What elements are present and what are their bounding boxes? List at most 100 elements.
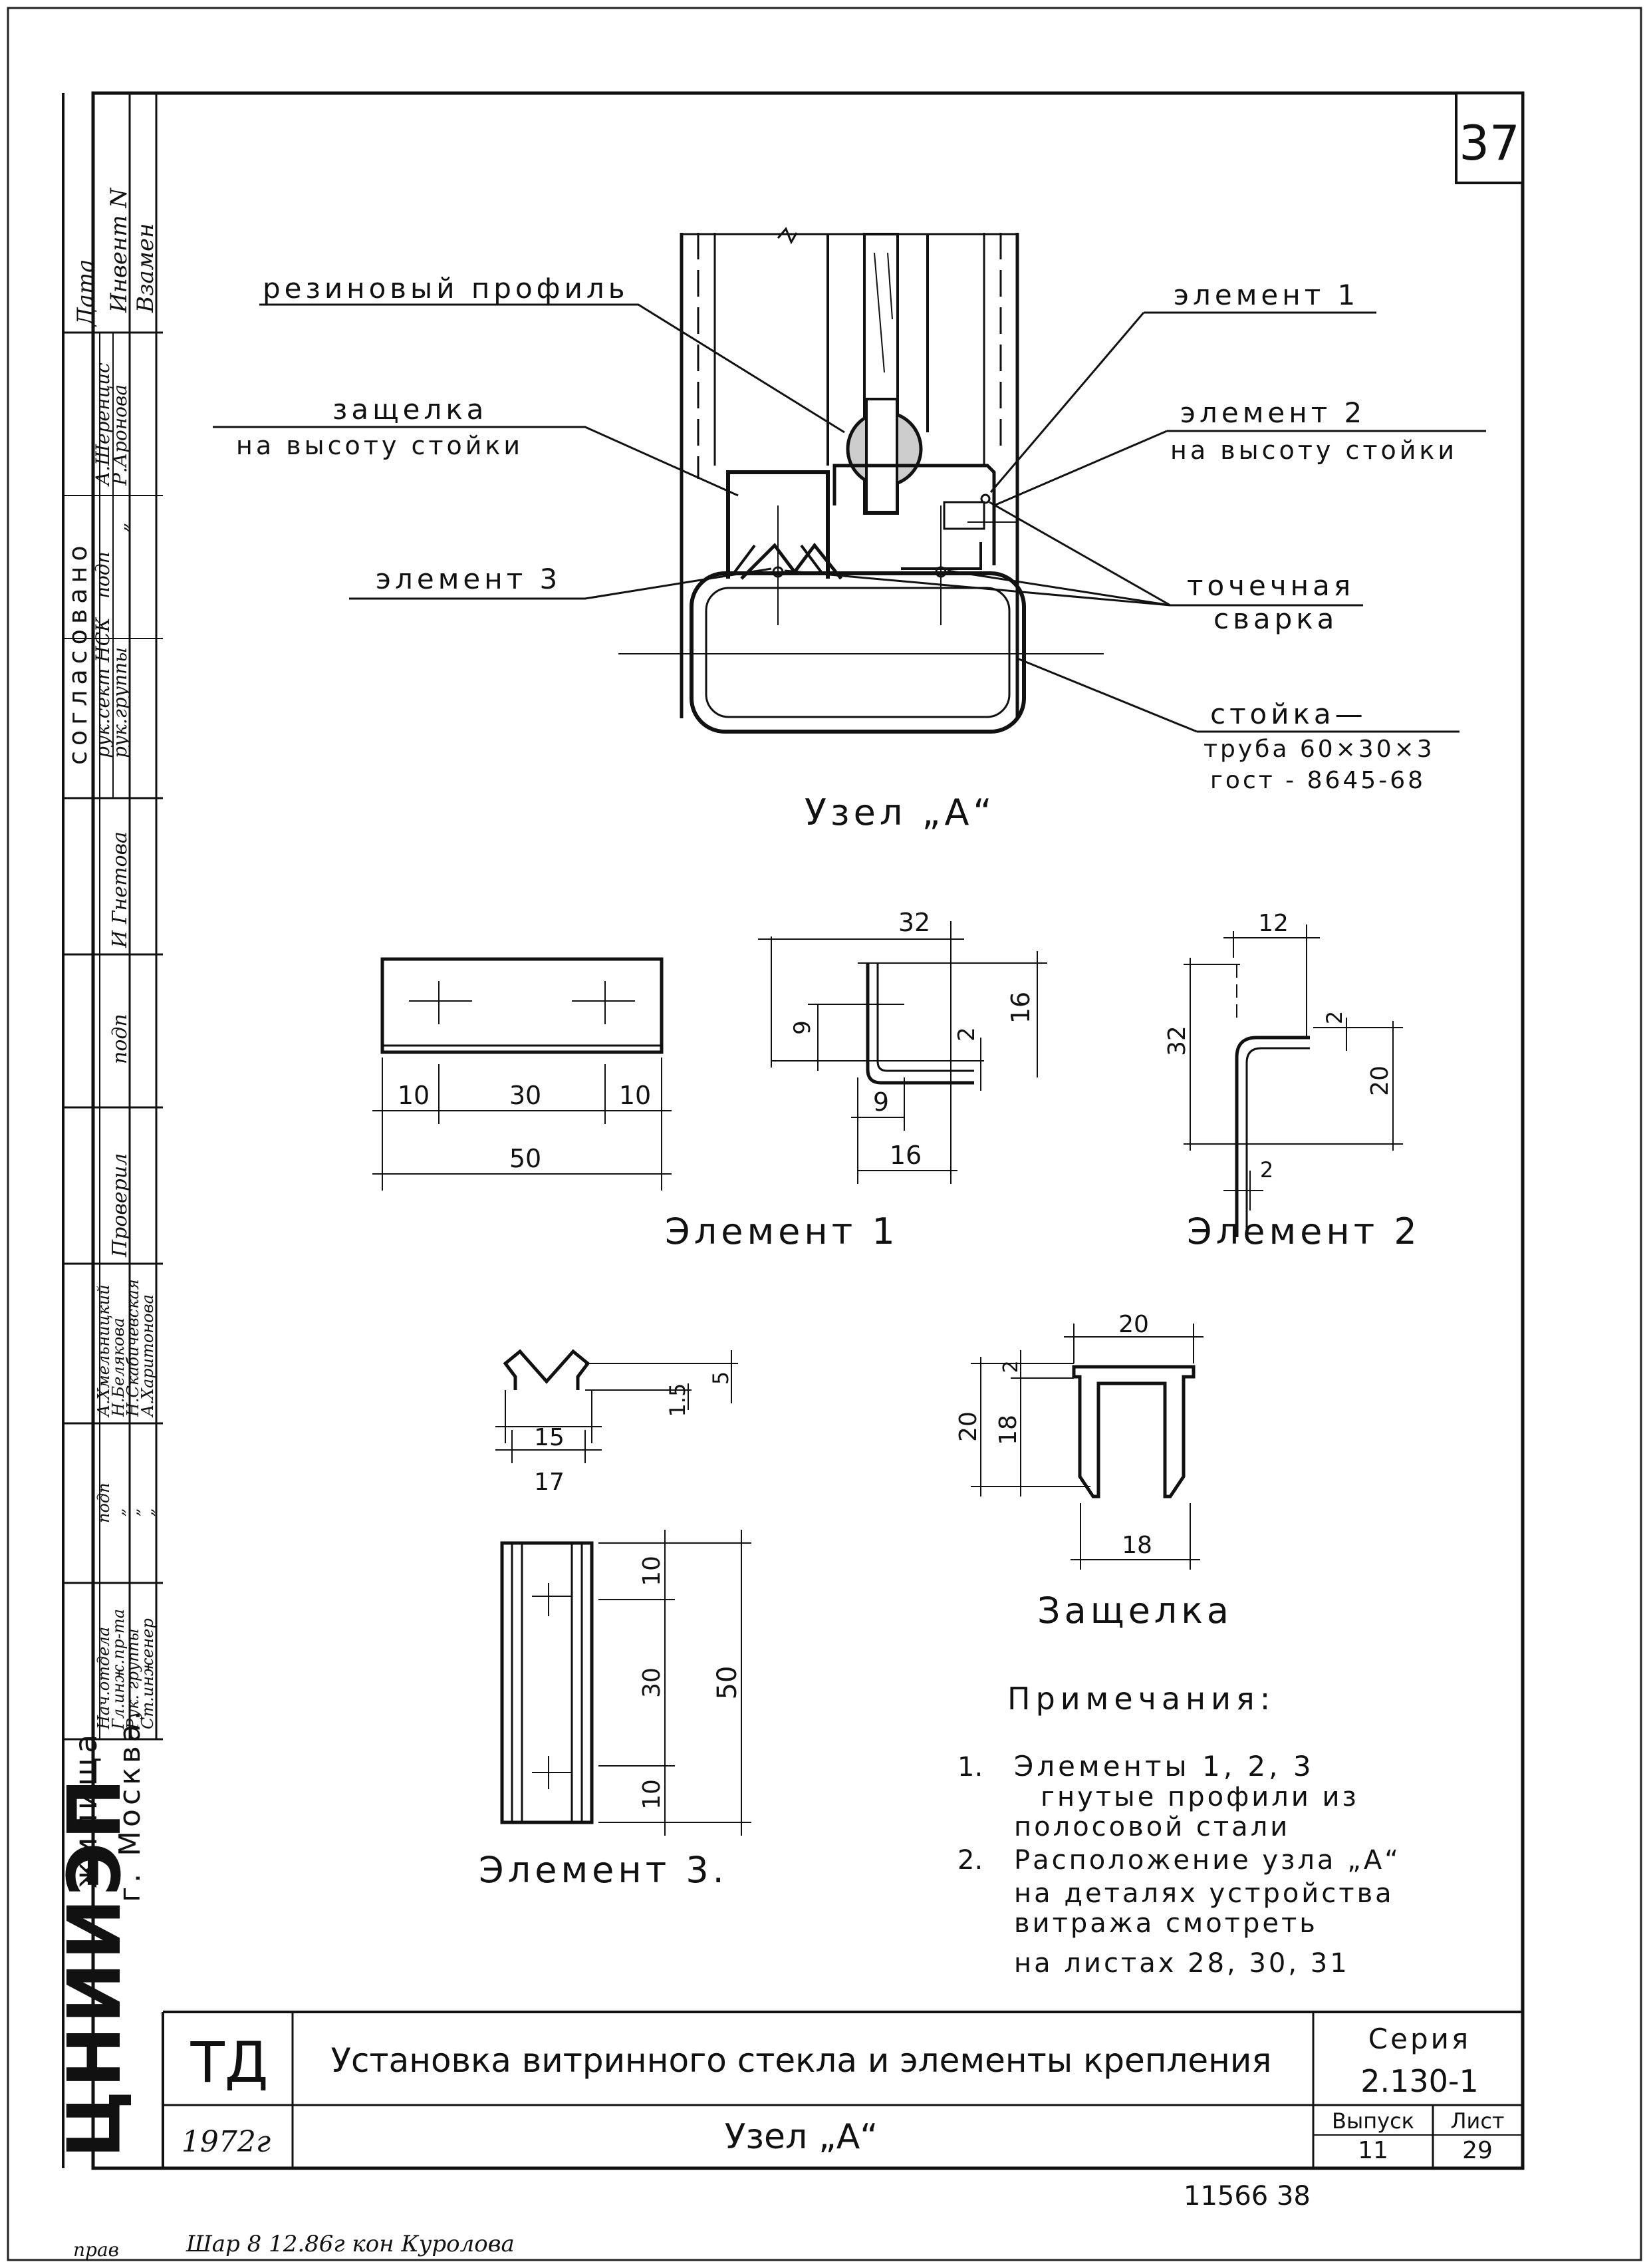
series-label: Серия: [1368, 2023, 1471, 2055]
latch-detail: [971, 1324, 1204, 1570]
title-year: 1972г: [182, 2125, 271, 2159]
el1-sec-9a: 9: [789, 1020, 816, 1035]
el3-dim-17: 17: [534, 1469, 565, 1496]
note-2-line-2: на деталях устройства: [1014, 1878, 1394, 1909]
element3-detail: [495, 1349, 751, 1836]
sheet-value: 29: [1462, 2137, 1493, 2164]
el2-dim-thk: 2: [1322, 1011, 1347, 1024]
title-subtitle: Узел „А“: [725, 2117, 878, 2157]
note-2-line-3: витража смотреть: [1014, 1908, 1318, 1939]
staff-role-4: Ст.инженер: [138, 1618, 157, 1729]
outer-frame: [7, 7, 1642, 2261]
note-1-num: 1.: [957, 1752, 983, 1782]
footer-handwritten-left: прав: [73, 2239, 119, 2261]
note-2-line-4: на листах 28, 30, 31: [1014, 1948, 1350, 1979]
drawing-frame: [91, 91, 1525, 2170]
header-inventory: Инвент N: [106, 188, 132, 313]
org-city: г. Москва.: [113, 1707, 147, 1902]
agreed-title: согласовано: [63, 540, 92, 765]
callout-element1: элемент 1: [1174, 279, 1359, 311]
checked-name: И Гнетова: [108, 831, 132, 948]
notes-heading: Примечания:: [1007, 1681, 1275, 1717]
callout-spot-weld-1: точечная: [1187, 569, 1354, 602]
el3-dim-5: 5: [708, 1371, 733, 1385]
el3-front-10b: 10: [638, 1779, 666, 1810]
el2-dim-top: 12: [1258, 910, 1289, 937]
el1-sec-16: 16: [890, 1141, 922, 1170]
callout-spot-weld-2: сварка: [1213, 603, 1338, 635]
note-1-line-2: гнутые профили из: [1041, 1782, 1359, 1812]
issue-value: 11: [1358, 2137, 1388, 2164]
el2-dim-20: 20: [1366, 1065, 1394, 1096]
el2-dim-height: 32: [1164, 1026, 1191, 1056]
el1-dim-b: 30: [509, 1081, 541, 1110]
callout-post-2: труба 60×30×3: [1204, 736, 1435, 763]
callout-leaders: [213, 303, 1486, 733]
page-number: 37: [1459, 115, 1520, 171]
agreed-role-1: рук.сект НСК: [92, 617, 114, 758]
page-number-box: 37: [1455, 92, 1524, 184]
element2-label: Элемент 2: [1187, 1210, 1421, 1252]
el1-sec-9b: 9: [873, 1087, 889, 1117]
callout-latch-1: защелка: [332, 393, 487, 426]
callout-element3: элемент 3: [376, 563, 561, 595]
agreed-role-2: рук.группы: [109, 647, 131, 758]
el1-sec-height: 16: [1006, 992, 1035, 1024]
callouts: резиновый профиль элемент 1 защелка на в…: [236, 272, 1458, 833]
title-block: ТД 1972г Установка витринного стекла и э…: [162, 2011, 1523, 2168]
agreed-name-1: А.Шеренцис: [92, 362, 114, 487]
staff-name-1: А.Хмельницкий: [94, 1284, 113, 1418]
header-date: Дата: [72, 259, 99, 327]
org-logo: ЦНИИЭП: [52, 1776, 137, 2158]
el2-dim-thk2: 2: [1260, 1157, 1273, 1183]
note-1-line-1: Элементы 1, 2, 3: [1014, 1750, 1315, 1782]
latch-label: Защелка: [1037, 1590, 1233, 1631]
staff-sign-4: „: [138, 1508, 157, 1516]
left-approval-panel: Взамен Инвент N Дата согласовано рук.сек…: [52, 93, 163, 2168]
el3-front-30: 30: [638, 1667, 666, 1698]
callout-post-3: гост - 8645-68: [1210, 767, 1426, 794]
checked-role: Проверил: [108, 1153, 132, 1258]
staff-role-1: Нач.отдела: [94, 1627, 113, 1730]
callout-post-1: стойка—: [1210, 698, 1367, 730]
callout-element2-1: элемент 2: [1180, 396, 1366, 429]
sheet-label: Лист: [1450, 2108, 1504, 2134]
footer-stamp: 11566 38: [1184, 2181, 1311, 2211]
element3-dims: 5 1.5 15 17 10 30 10 50 Элемент 3.: [479, 1371, 743, 1891]
callout-element2-2: на высоту стойки: [1170, 436, 1458, 465]
footer-handwritten: Шар 8 12.86г кон Куролова: [186, 2231, 515, 2257]
agreed-sign-2: „: [109, 522, 131, 532]
series-value: 2.130-1: [1360, 2063, 1479, 2099]
staff-role-3: Рук. группы: [124, 1628, 142, 1730]
staff-name-3: Н.Скабичевская: [124, 1279, 142, 1417]
el1-dim-a: 10: [398, 1081, 430, 1110]
checked-sign: подп: [108, 1014, 132, 1064]
element2-detail: [1184, 924, 1403, 1237]
element3-label: Элемент 3.: [479, 1849, 728, 1891]
staff-sign-2: „: [109, 1508, 128, 1516]
org-suffix: жилища: [68, 1731, 104, 1889]
node-a-assembly: [618, 227, 1104, 734]
latch-dim-bottom: 18: [1122, 1532, 1152, 1559]
latch-dim-thk: 2: [999, 1360, 1023, 1373]
header-replace: Взамен: [132, 223, 159, 313]
staff-sign-3: „: [124, 1508, 142, 1516]
callout-latch-2: на высоту стойки: [236, 431, 523, 460]
staff-name-2: Н.Белякова: [109, 1318, 128, 1417]
staff-sign-1: подп: [94, 1483, 113, 1523]
title-text: Установка витринного стекла и элементы к…: [331, 2041, 1272, 2080]
agreed-sign-1: подп: [92, 551, 114, 599]
note-2-num: 2.: [957, 1845, 983, 1876]
latch-dim-top: 20: [1118, 1311, 1149, 1338]
notes: Примечания: 1. Элементы 1, 2, 3 гнутые п…: [957, 1681, 1398, 1979]
element2-dims: 12 32 2 20 2 Элемент 2: [1164, 910, 1421, 1252]
staff-role-2: Гл.инж.пр-та: [109, 1609, 128, 1730]
note-1-line-3: полосовой стали: [1014, 1812, 1290, 1842]
el3-dim-1-5: 1.5: [665, 1383, 690, 1417]
latch-dim-20: 20: [955, 1411, 982, 1442]
el3-front-50: 50: [712, 1666, 743, 1700]
element1-detail: [372, 921, 1047, 1191]
latch-dims: 20 2 20 18 18 Защелка: [955, 1311, 1233, 1631]
el1-sec-width: 32: [898, 908, 930, 937]
